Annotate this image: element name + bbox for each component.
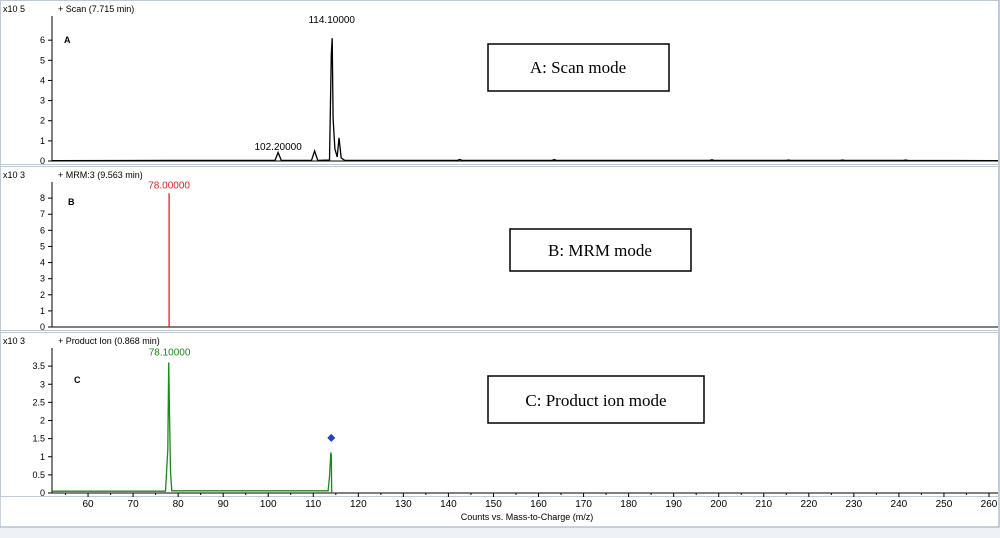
x-tick-label-17: 230 (846, 499, 863, 510)
panel-B-y-tick-label-2: 2 (40, 290, 45, 300)
panel-A-peak-label-2: 102.20000 (254, 142, 302, 153)
panel-A: x10 5 + Scan (7.715 min) A 0 1 2 3 4 5 6 114.1… (0, 0, 999, 166)
panel-C-letter: C (74, 375, 81, 385)
x-tick-label-10: 160 (530, 499, 547, 510)
panel-C-peak-marker (327, 433, 336, 442)
panel-C-y-tick-label-7: 3.5 (32, 361, 45, 371)
panel-A-y-tick-label-1: 1 (40, 136, 45, 146)
panel-C-multiplier: x10 3 (3, 336, 25, 346)
x-tick-label-20: 260 (981, 499, 998, 510)
panel-A-peak-label-1: 114.10000 (308, 15, 355, 26)
panel-C-mode-box (487, 375, 705, 424)
panel-A-mode-label: A: Scan mode (530, 58, 626, 77)
panel-C-y-tick-label-6: 3 (40, 379, 45, 389)
x-tick-label-15: 210 (755, 499, 772, 510)
panel-A-y-tick-label-2: 2 (40, 116, 45, 126)
x-tick-label-18: 240 (891, 499, 908, 510)
x-tick-label-0: 60 (82, 499, 94, 510)
x-tick-label-13: 190 (665, 499, 682, 510)
x-tick-label-16: 220 (800, 499, 817, 510)
x-tick-label-3: 90 (218, 499, 230, 510)
panel-A-header: + Scan (7.715 min) (58, 4, 134, 14)
panel-A-multiplier: x10 5 (3, 4, 25, 14)
panel-B-y-tick-label-8: 8 (40, 193, 45, 203)
panel-C-y-tick-label-3: 1.5 (32, 434, 45, 444)
x-tick-label-1: 70 (128, 499, 140, 510)
x-tick-label-6: 120 (350, 499, 367, 510)
panel-C-y-tick-label-1: 0.5 (32, 470, 45, 480)
panel-A-y-ticks: 0 1 2 3 4 5 6 (40, 35, 52, 166)
x-tick-label-8: 140 (440, 499, 457, 510)
panel-C: x10 3 + Product Ion (0.868 min) C 0 0.5 1 1… (0, 332, 999, 498)
x-tick-label-5: 110 (305, 499, 321, 510)
panel-A-y-tick-label-5: 5 (40, 55, 45, 65)
x-tick-label-7: 130 (395, 499, 412, 510)
panel-B-y-tick-label-7: 7 (40, 209, 45, 219)
panel-C-mode-label: C: Product ion mode (525, 391, 666, 410)
x-tick-label-9: 150 (485, 499, 502, 510)
panel-C-y-tick-label-2: 1 (40, 452, 45, 462)
panel-A-letter: A (64, 35, 71, 45)
panel-A-y-tick-label-4: 4 (40, 75, 45, 85)
panel-A-mode-box (487, 43, 670, 92)
panel-C-header: + Product Ion (0.868 min) (58, 336, 160, 346)
panel-A-y-tick-label-6: 6 (40, 35, 45, 45)
panel-B-frame (0, 166, 999, 331)
panel-C-y-tick-label-4: 2 (40, 416, 45, 426)
panel-C-y-tick-label-0: 0 (40, 488, 45, 498)
panel-C-peak-label-1: 78.10000 (149, 347, 191, 358)
panel-B-y-tick-label-3: 3 (40, 274, 45, 284)
panel-B-y-tick-label-5: 5 (40, 241, 45, 251)
panel-B-header: + MRM:3 (9.563 min) (58, 170, 143, 180)
panel-A-frame (0, 0, 999, 165)
x-tick-label-4: 100 (260, 499, 277, 510)
x-tick-label-11: 170 (575, 499, 592, 510)
x-tick-label-19: 250 (936, 499, 953, 510)
panel-C-y-tick-label-5: 2.5 (32, 397, 45, 407)
panel-B-y-ticks: 0 1 2 3 4 5 6 7 8 (40, 193, 52, 332)
panel-A-y-tick-label-3: 3 (40, 96, 45, 106)
panel-B-multiplier: x10 3 (3, 170, 25, 180)
x-tick-label-2: 80 (173, 499, 185, 510)
panel-B-mode-box (509, 228, 692, 272)
x-tick-label-14: 200 (710, 499, 727, 510)
panel-B-peak-label-1: 78.00000 (148, 180, 190, 191)
panel-A-y-tick-label-0: 0 (40, 156, 45, 166)
panel-C-y-ticks: 0 0.5 1 1.5 2 2.5 3 3.5 (32, 361, 52, 498)
x-tick-label-12: 180 (620, 499, 637, 510)
panel-B-mode-label: B: MRM mode (548, 241, 652, 260)
x-axis-label: Counts vs. Mass-to-Charge (m/z) (461, 512, 594, 522)
panel-A-trace (51, 38, 999, 162)
panel-C-trace (52, 362, 333, 494)
panel-B-y-tick-label-1: 1 (40, 306, 45, 316)
panel-B-y-tick-label-6: 6 (40, 225, 45, 235)
panel-C-frame (0, 332, 999, 497)
panel-B-letter: B (68, 197, 75, 207)
panel-B: x10 3 + MRM:3 (9.563 min) B 0 1 2 3 4 5 6 7 8 78… (0, 166, 999, 332)
x-axis-ticks: 60 70 80 90 100 110 120 130 140 150 160 170 180 190 20… (65, 493, 998, 510)
panel-B-y-tick-label-0: 0 (40, 322, 45, 332)
panel-B-y-tick-label-4: 4 (40, 258, 45, 268)
